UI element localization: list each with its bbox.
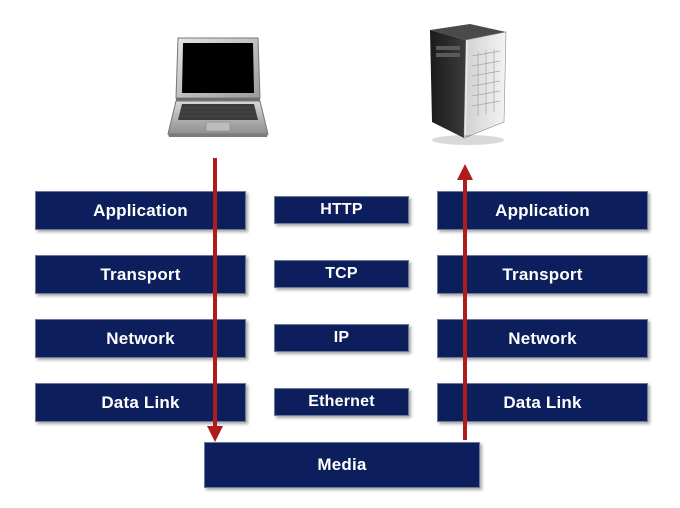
media-box: Media xyxy=(204,442,480,488)
laptop-icon xyxy=(167,37,269,137)
protocol-http: HTTP xyxy=(274,196,409,224)
server-network-layer: Network xyxy=(437,319,648,358)
server-data-link-layer: Data Link xyxy=(437,383,648,422)
client-network-layer: Network xyxy=(35,319,246,358)
protocol-tcp: TCP xyxy=(274,260,409,288)
protocol-ethernet: Ethernet xyxy=(274,388,409,416)
server-transport-layer: Transport xyxy=(437,255,648,294)
client-data-link-layer: Data Link xyxy=(35,383,246,422)
protocol-ip: IP xyxy=(274,324,409,352)
client-application-layer: Application xyxy=(35,191,246,230)
client-transport-layer: Transport xyxy=(35,255,246,294)
server-tower-icon xyxy=(430,24,507,145)
server-application-layer: Application xyxy=(437,191,648,230)
